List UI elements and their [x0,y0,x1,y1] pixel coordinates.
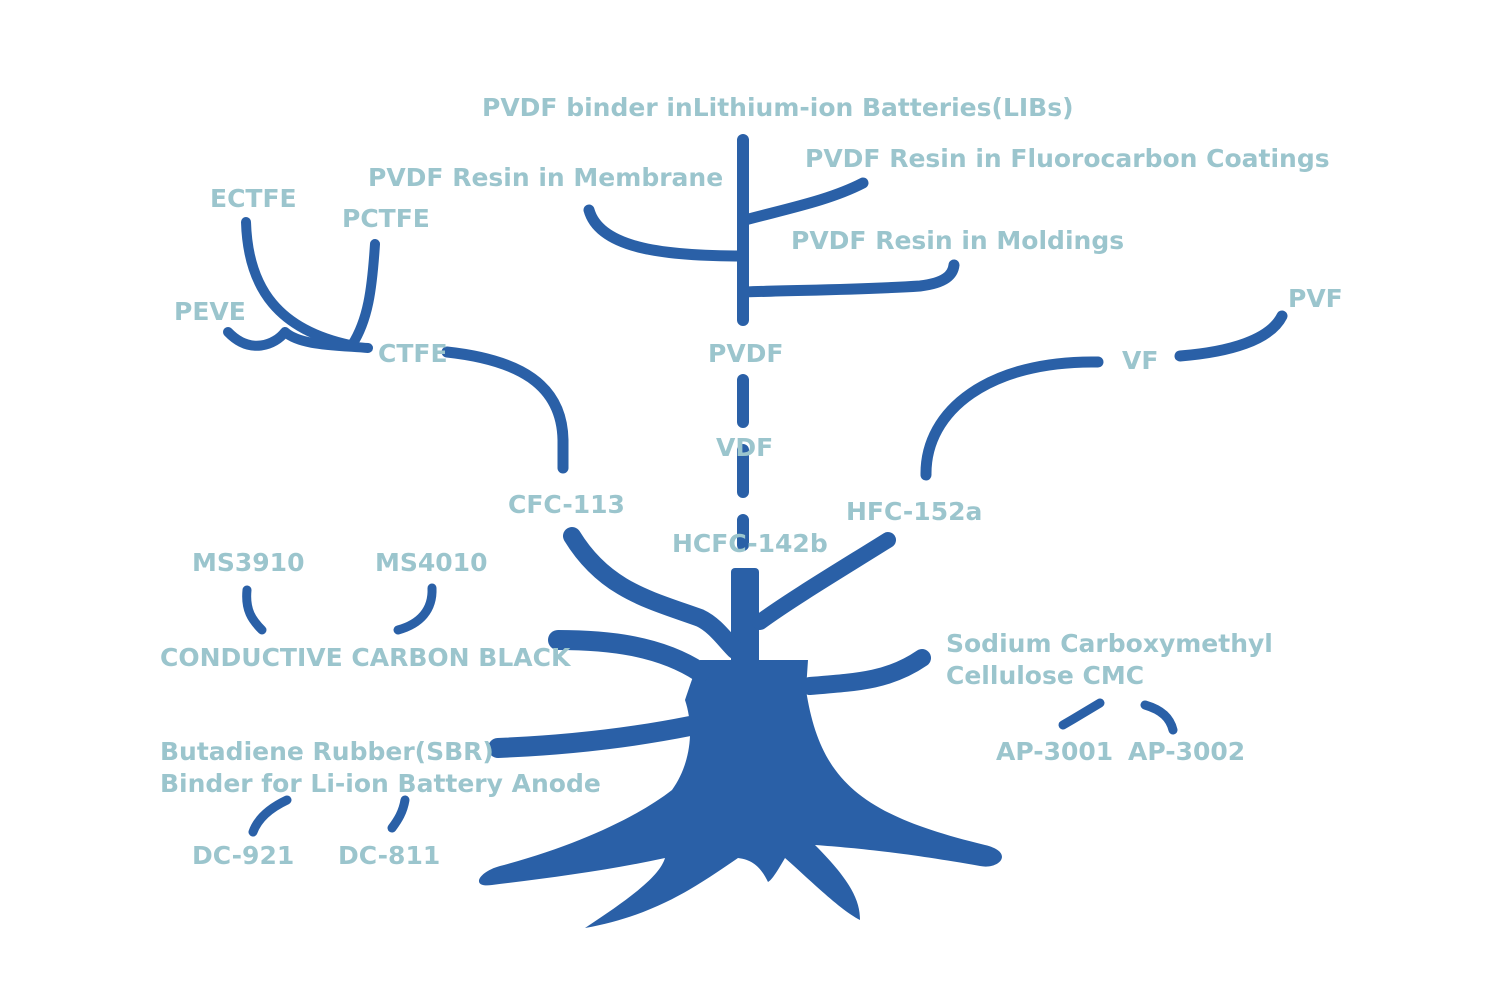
branch-pvdf-coatings [739,177,869,226]
label-cmc-line2: Cellulose CMC [946,661,1144,690]
branch-conductive-carbon-black [548,630,710,682]
label-pvdf-moldings: PVDF Resin in Moldings [791,226,1124,255]
label-peve: PEVE [174,297,246,326]
label-dc-811: DC-811 [338,841,440,870]
label-ap-3002: AP-3002 [1128,737,1245,766]
label-vdf: VDF [716,433,773,462]
label-conductive-carbon-black: CONDUCTIVE CARBON BLACK [160,643,572,672]
trunk-body [478,660,1002,928]
label-ms3910: MS3910 [192,548,304,577]
branch-hfc152a-vf [920,356,1104,481]
label-cmc-line1: Sodium Carboxymethyl [946,629,1273,658]
label-pvf: PVF [1288,284,1343,313]
label-cfc-113: CFC-113 [508,490,625,519]
label-ap-3001: AP-3001 [996,737,1113,766]
thin-branches [223,134,1288,837]
branch-vf-pvf [1174,310,1288,362]
branch-ap3002 [1140,700,1178,735]
label-pvdf-libs: PVDF binder inLithium-ion Batteries(LIBs… [482,93,1074,122]
branch-cmc [801,649,931,695]
branch-pctfe [347,239,380,350]
label-pvdf-membrane: PVDF Resin in Membrane [368,163,723,192]
label-pvdf: PVDF [708,339,784,368]
node-labels: PVDF binder inLithium-ion Batteries(LIBs… [160,93,1343,870]
branch-ap3001 [1058,698,1105,730]
label-ectfe: ECTFE [210,184,297,213]
label-dc-921: DC-921 [192,841,294,870]
branch-pvdf-membrane [583,204,749,262]
branch-dc811 [387,795,410,833]
branch-ms3910 [242,585,267,635]
label-sbr-line1: Butadiene Rubber(SBR) [160,737,494,766]
branch-cfc113-ctfe [441,346,569,474]
branch-cfc113 [563,527,744,659]
label-sbr-line2: Binder for Li-ion Battery Anode [160,769,601,798]
label-pvdf-coatings: PVDF Resin in Fluorocarbon Coatings [805,144,1330,173]
tree-branches [488,527,931,758]
label-pctfe: PCTFE [342,204,430,233]
branch-pvdf-moldings [739,259,960,298]
branch-dc921 [248,795,292,837]
branch-hfc152a [752,532,896,630]
label-ctfe: CTFE [378,339,448,368]
branch-peve [223,327,373,353]
branch-sbr [488,716,700,758]
label-ms4010: MS4010 [375,548,487,577]
branch-ectfe [241,217,355,350]
branch-ms4010 [393,583,437,635]
label-hcfc-142b: HCFC-142b [672,529,828,558]
label-hfc-152a: HFC-152a [846,497,982,526]
label-vf: VF [1122,346,1158,375]
